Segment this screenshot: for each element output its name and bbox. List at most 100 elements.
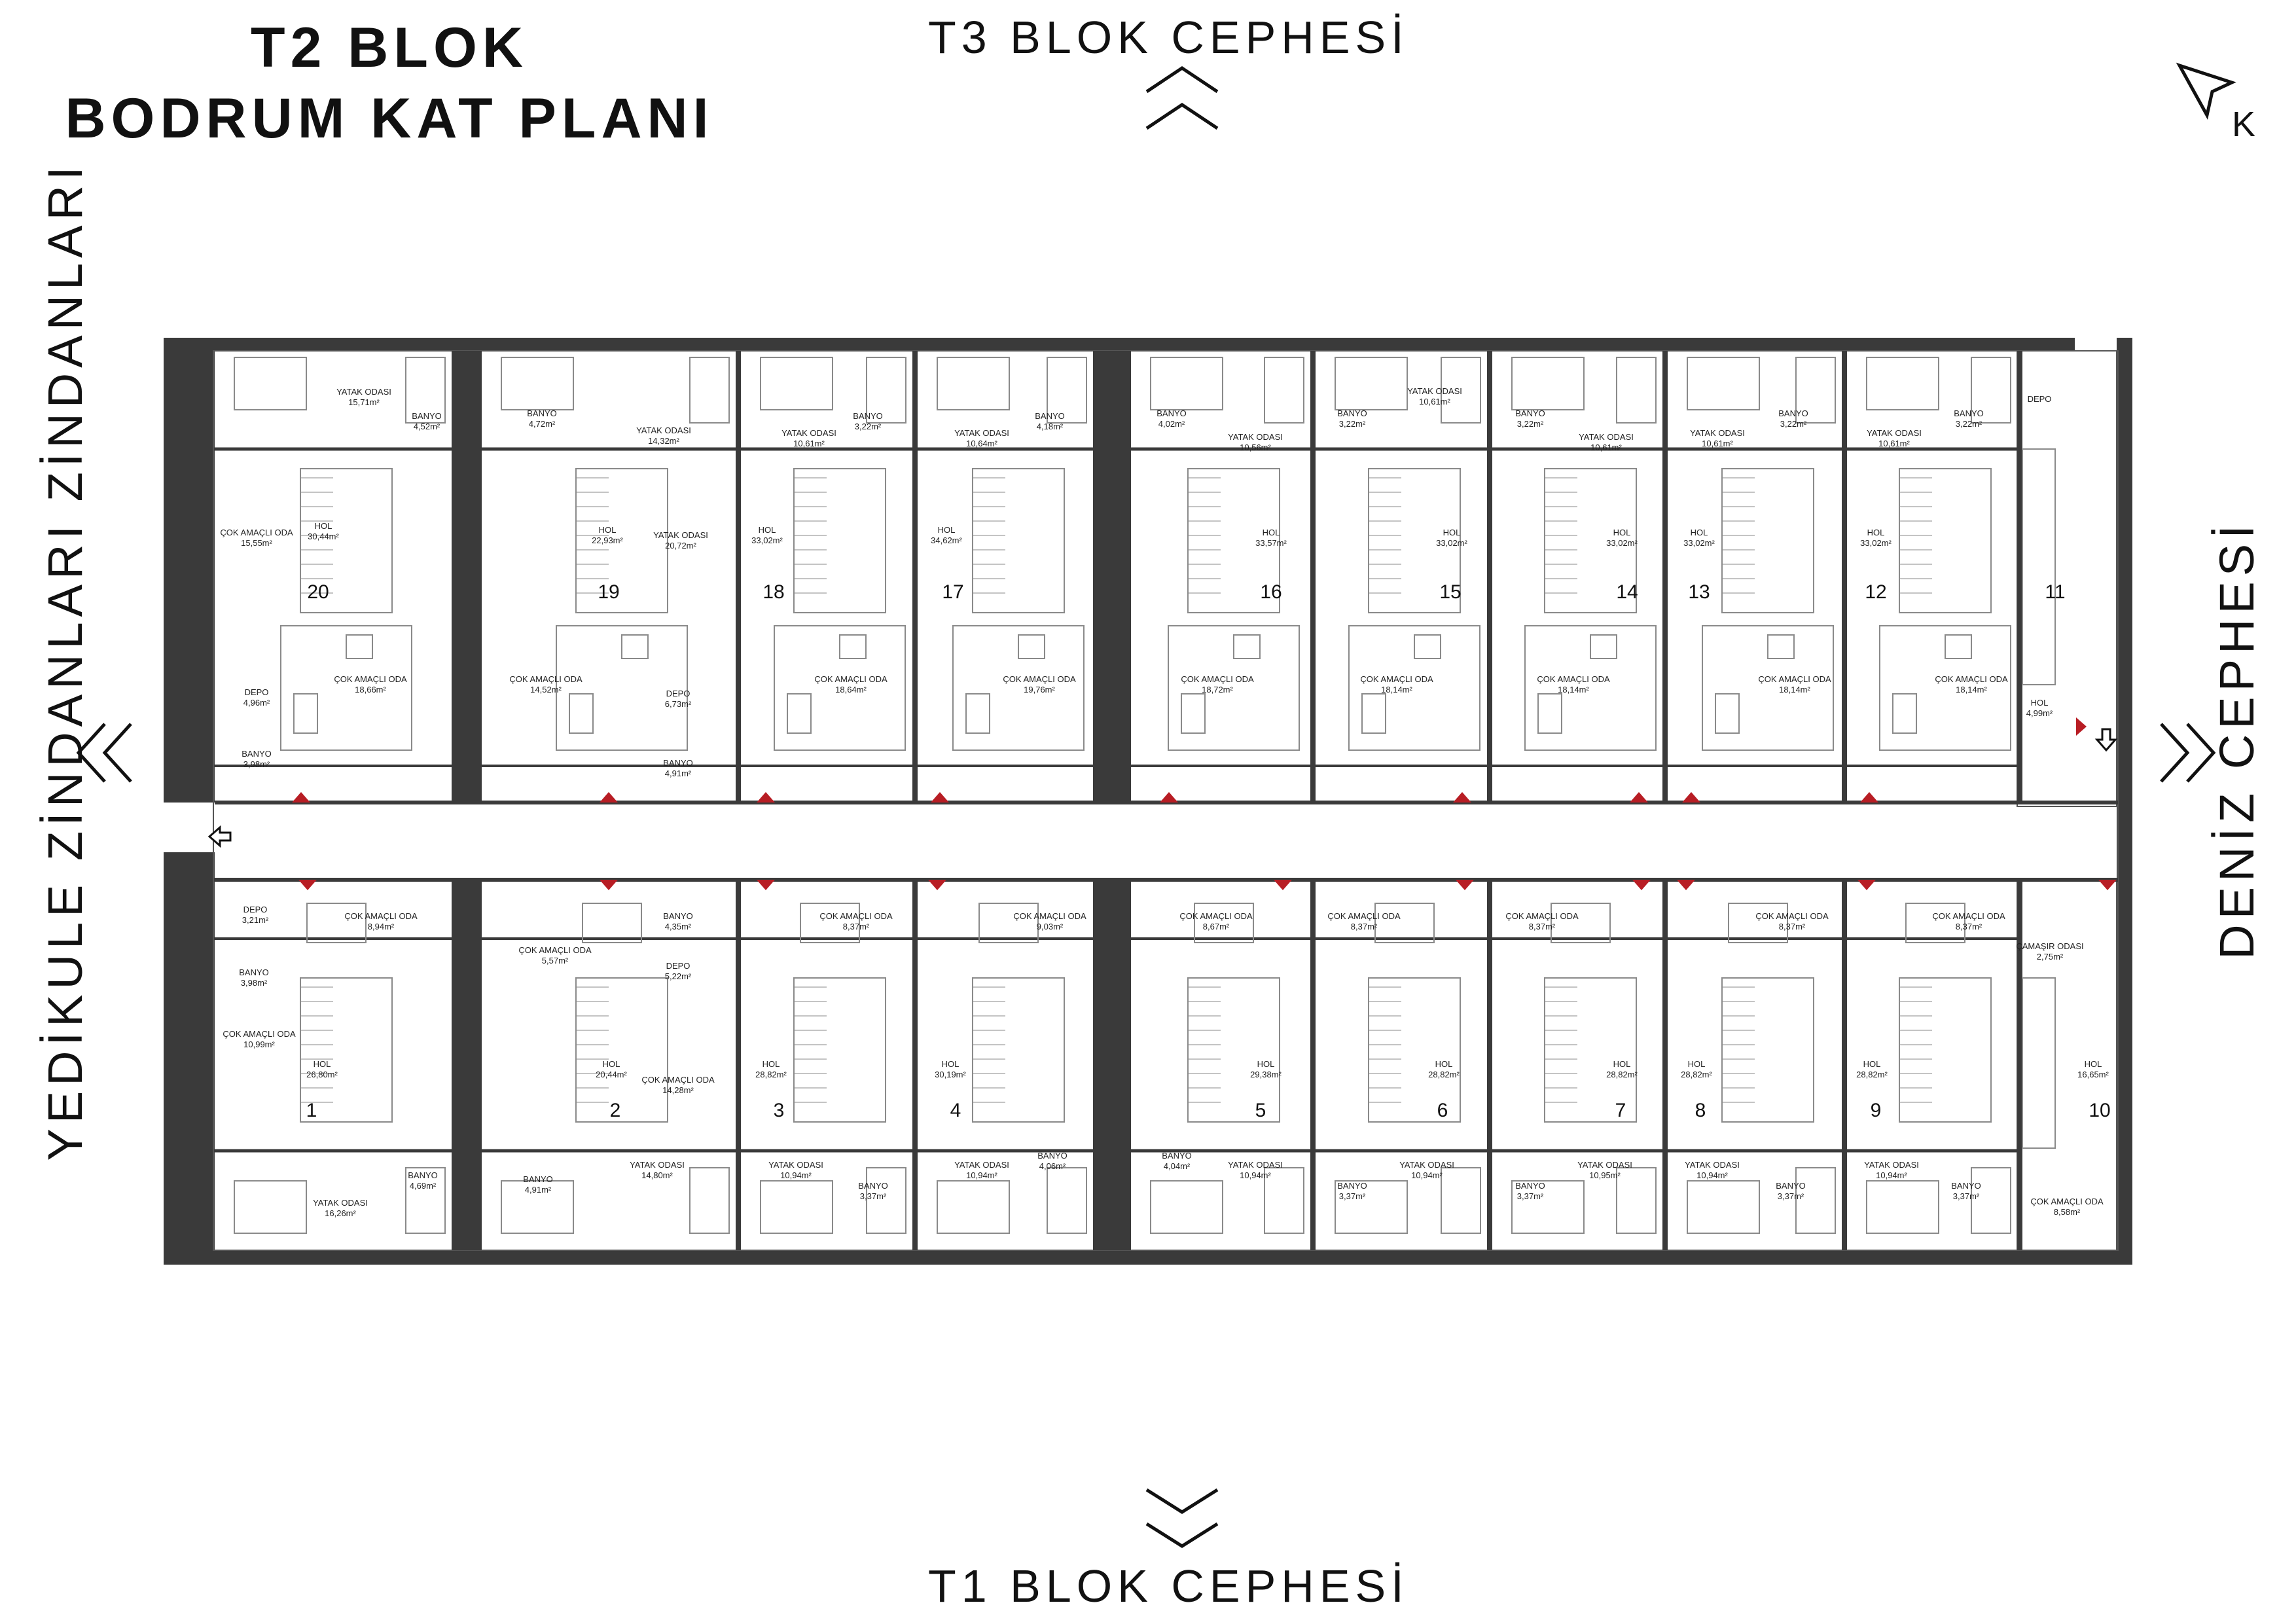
door-marker-icon	[757, 792, 775, 803]
room-name: ÇOK AMAÇLI ODA	[1360, 674, 1433, 684]
door-marker-icon	[1632, 880, 1651, 890]
room-area: 15,55m²	[241, 538, 272, 548]
room-name: BANYO	[1778, 408, 1808, 418]
room-name: ÇOK AMAÇLI ODA	[1181, 674, 1254, 684]
party-wall	[1487, 351, 1492, 803]
room-area: 33,02m²	[1436, 538, 1467, 548]
stair-outline	[2022, 448, 2056, 685]
structural-wall	[452, 351, 482, 803]
bathroom-fixtures	[1795, 1167, 1836, 1234]
room-name: BANYO	[853, 411, 883, 421]
room-name: ÇOK AMAÇLI ODA	[1013, 911, 1086, 921]
bed-outline	[1150, 1180, 1223, 1234]
room-area: 8,67m²	[1203, 922, 1230, 931]
unit-17[interactable]: 17 YATAK ODASI 10,64m² BANYO 4,18m² HOL …	[931, 411, 1076, 695]
room-area: 9,03m²	[1037, 922, 1064, 931]
armchair	[346, 634, 373, 659]
room-area: 14,80m²	[641, 1170, 673, 1180]
room-name: BANYO	[1776, 1181, 1806, 1191]
unit-2[interactable]: 2 ÇOK AMAÇLI ODA 5,57m² BANYO 4,35m² DEP…	[518, 911, 715, 1195]
bathroom-fixtures	[1971, 1167, 2011, 1234]
door-marker-icon	[1630, 792, 1648, 803]
room-area: 8,37m²	[1779, 922, 1806, 931]
structural-wall	[452, 880, 482, 1250]
room-area: 20,44m²	[596, 1070, 627, 1079]
bed-outline	[760, 1180, 833, 1234]
room-area: 19,76m²	[1024, 685, 1055, 695]
room-name: ÇOK AMAÇLI ODA	[1932, 911, 2005, 921]
room-name: YATAK ODASI	[1867, 428, 1922, 438]
room-area: 3,98m²	[243, 759, 270, 769]
unit-1[interactable]: 1 DEPO 3,21m² ÇOK AMAÇLI ODA 8,94m² BANY…	[223, 905, 437, 1218]
sofa	[1537, 693, 1562, 734]
bed-outline	[1866, 357, 1939, 410]
room-rug	[952, 625, 1085, 751]
room-area: 10,94m²	[1696, 1170, 1728, 1180]
room-area: 10,99m²	[243, 1039, 275, 1049]
door-marker-icon	[1160, 792, 1178, 803]
room-name: BANYO	[1162, 1151, 1192, 1161]
stair-outline	[300, 468, 393, 613]
door-marker-icon	[298, 880, 317, 890]
unit-7[interactable]: 7 ÇOK AMAÇLI ODA 8,37m² HOL 28,82m² BANY…	[1505, 911, 1638, 1201]
room-area: 28,82m²	[1681, 1070, 1712, 1079]
sofa	[1715, 693, 1740, 734]
unit-14[interactable]: 14 BANYO 3,22m² YATAK ODASI 10,61m² HOL …	[1515, 408, 1638, 695]
plan-title-floor: BODRUM KAT PLANI	[65, 87, 714, 150]
room-area: 33,02m²	[751, 535, 783, 545]
bed-outline	[1335, 357, 1408, 410]
room-area: 8,37m²	[1956, 922, 1982, 931]
bathroom-fixtures	[1264, 357, 1304, 424]
unit-10[interactable]: 10 ÇAMAŞIR ODASI 2,75m² HOL 16,65m² ÇOK …	[2016, 941, 2110, 1217]
unit-4[interactable]: 4 ÇOK AMAÇLI ODA 9,03m² HOL 30,19m² YATA…	[935, 911, 1086, 1180]
room-area: 28,82m²	[1856, 1070, 1888, 1079]
room-name: YATAK ODASI	[313, 1198, 368, 1208]
unit-20[interactable]: 20 YATAK ODASI 15,71m² BANYO 4,52m² ÇOK …	[220, 387, 441, 769]
room-name: BANYO	[1035, 411, 1065, 421]
room-rug	[978, 903, 1039, 943]
room-name: YATAK ODASI	[1685, 1160, 1740, 1170]
unit-11[interactable]: 11 DEPO HOL 4,99m²	[2026, 394, 2066, 718]
unit-13[interactable]: 13 YATAK ODASI 10,61m² BANYO 3,22m² HOL …	[1683, 408, 1831, 695]
room-name: HOL	[1443, 528, 1461, 537]
room-area: 14,52m²	[530, 685, 562, 695]
bed-outline	[1687, 1180, 1760, 1234]
room-area: 4,18m²	[1037, 422, 1064, 431]
unit-number: 14	[1616, 581, 1638, 603]
room-area: 10,64m²	[966, 439, 997, 448]
room-area: 15,71m²	[348, 397, 380, 407]
room-area: 33,02m²	[1683, 538, 1715, 548]
room-name: BANYO	[239, 967, 269, 977]
unit-number: 11	[2045, 581, 2065, 603]
unit-3[interactable]: 3 ÇOK AMAÇLI ODA 8,37m² HOL 28,82m² YATA…	[755, 911, 893, 1201]
unit-18[interactable]: 18 YATAK ODASI 10,61m² BANYO 3,22m² HOL …	[751, 411, 888, 695]
bottom-unit-walls	[215, 880, 2056, 1250]
unit-8[interactable]: 8 ÇOK AMAÇLI ODA 8,37m² HOL 28,82m² YATA…	[1681, 911, 1829, 1201]
unit-19[interactable]: 19 BANYO 4,72m² YATAK ODASI 14,32m² HOL …	[509, 408, 708, 778]
bed-outline	[937, 357, 1010, 410]
room-name: HOL	[759, 525, 776, 535]
bathroom-fixtures	[1047, 357, 1087, 424]
unit-number: 13	[1688, 581, 1710, 603]
room-area: 4,52m²	[414, 422, 440, 431]
unit-door-markers	[292, 717, 2117, 890]
room-area: 4,96m²	[243, 698, 270, 708]
unit-6[interactable]: 6 ÇOK AMAÇLI ODA 8,37m² HOL 28,82m² BANY…	[1327, 911, 1460, 1201]
unit-number: 20	[307, 581, 329, 603]
unit-15[interactable]: 15 BANYO 3,22m² YATAK ODASI 10,61m² HOL …	[1337, 386, 1467, 695]
unit-9[interactable]: 9 ÇOK AMAÇLI ODA 8,37m² HOL 28,82m² YATA…	[1856, 911, 2005, 1201]
room-area: 14,32m²	[648, 436, 679, 446]
room-name: ÇOK AMAÇLI ODA	[1755, 911, 1829, 921]
room-name: ÇOK AMAÇLI ODA	[1003, 674, 1076, 684]
bed-outline	[501, 1180, 574, 1234]
north-arrow-label: K	[2232, 105, 2255, 144]
unit-12[interactable]: 12 YATAK ODASI 10,61m² BANYO 3,22m² HOL …	[1860, 408, 2008, 695]
party-wall	[1310, 880, 1316, 1250]
room-area: 18,66m²	[355, 685, 386, 695]
unit-5[interactable]: 5 ÇOK AMAÇLI ODA 8,67m² HOL 29,38m² BANY…	[1162, 911, 1283, 1180]
room-area: 18,14m²	[1381, 685, 1412, 695]
bathroom-fixtures	[1971, 357, 2011, 424]
unit-16[interactable]: 16 BANYO 4,02m² YATAK ODASI 10,56m² HOL …	[1157, 408, 1287, 695]
bathroom-fixtures	[689, 1167, 730, 1234]
room-rug	[1348, 625, 1480, 751]
